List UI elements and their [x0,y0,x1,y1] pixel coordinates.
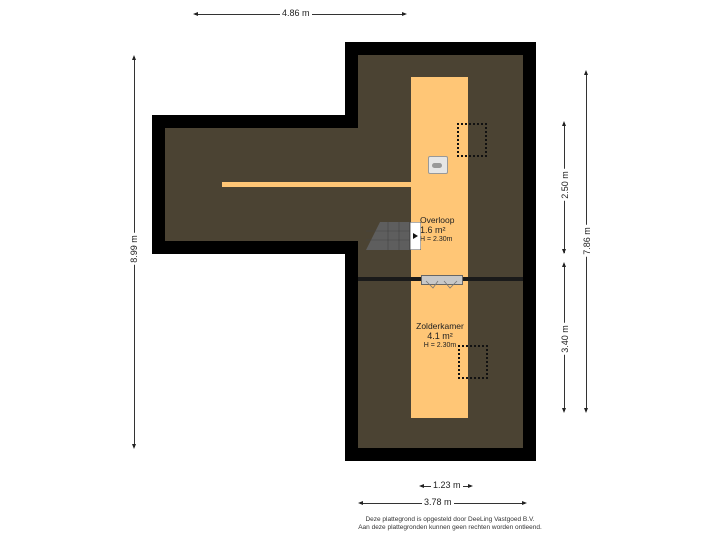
arrow-left-icon [193,11,198,16]
door[interactable] [421,275,463,289]
disclaimer-line-1: Deze plattegrond is opgesteld door DeeLi… [365,516,535,523]
dimension-label-right-lower: 3.40 m [559,323,570,355]
skylight-upper [457,123,487,157]
staircase[interactable] [366,221,422,251]
skylight-lower [458,345,488,379]
arrow-up-icon [131,55,136,60]
room-name: Zolderkamer [416,321,464,331]
arrow-up-icon [561,121,566,126]
arrow-down-icon [583,408,588,413]
room-overloop: Overloop 1.6 m² H = 2.30m [420,215,480,244]
stairs-icon [366,221,422,251]
room-name: Overloop [420,215,455,225]
dimension-label-right-upper: 2.50 m [559,169,570,201]
dimension-label-bottom-inner: 1.23 m [431,480,463,490]
ridge-beam [222,182,412,187]
arrow-down-icon [131,444,136,449]
disclaimer: Deze plattegrond is opgesteld door DeeLi… [330,516,570,533]
room-area: 1.6 m² [420,225,446,236]
dimension-label-right-total: 7.86 m [581,225,592,257]
dimension-label-left: 8.99 m [128,233,139,265]
dimension-label-bottom-total: 3.78 m [422,497,454,507]
arrow-right-icon [402,11,407,16]
arrow-left-icon [419,483,424,488]
room-height: H = 2.30m [420,235,453,243]
boiler-icon [428,156,448,174]
door-swing-icon [425,280,458,289]
arrow-up-icon [583,70,588,75]
dimension-label-top: 4.86 m [280,8,312,18]
arrow-right-icon [522,500,527,505]
arrow-right-icon [468,483,473,488]
arrow-down-icon [561,249,566,254]
room-zolderkamer: Zolderkamer 4.1 m² H = 2.30m [405,321,475,350]
arrow-down-icon [561,408,566,413]
disclaimer-line-2: Aan deze plattegronden kunnen geen recht… [358,524,542,532]
room-height: H = 2.30m [423,341,457,349]
arrow-up-icon [561,262,566,267]
arrow-left-icon [358,500,363,505]
room-area: 4.1 m² [427,331,453,342]
